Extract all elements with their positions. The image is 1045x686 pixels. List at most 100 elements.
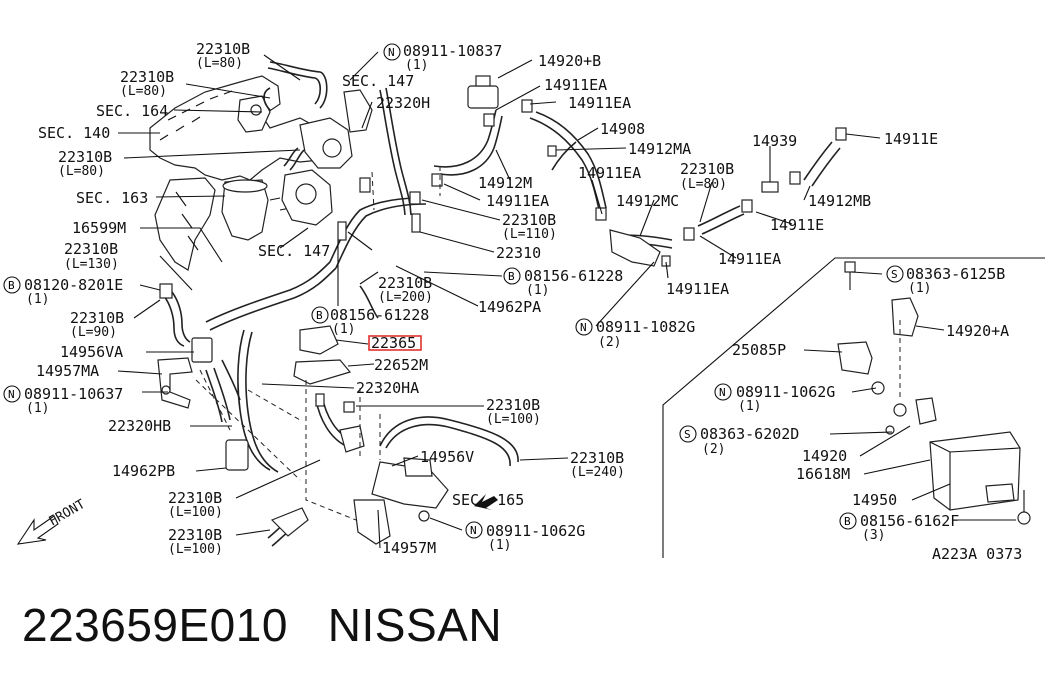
label-22310b-l80-b: 22310B	[120, 68, 174, 86]
label-25085p: 25085P	[732, 341, 786, 359]
label-08156-61228-a-qty: (1)	[526, 283, 549, 298]
marker-circles: N B B S B N N N S N B	[3, 43, 904, 539]
n-marker-1: N	[383, 43, 401, 61]
label-14912m: 14912M	[478, 174, 532, 192]
label-22310b-l100-c-len: (L=100)	[168, 542, 223, 557]
label-22310b-l80-c: 22310B	[58, 148, 112, 166]
svg-text:B: B	[508, 270, 515, 283]
part-number: 223659E010	[22, 599, 288, 651]
label-14911ea-2: 14911EA	[568, 94, 631, 112]
label-08911-10837: 08911-10837	[403, 42, 502, 60]
engine-block-drawing	[149, 75, 373, 271]
highlighted-part-box	[368, 335, 422, 351]
label-14912mc: 14912MC	[616, 192, 679, 210]
label-08911-1062g-a-qty: (1)	[738, 399, 761, 414]
label-22310b-l90-len: (L=90)	[70, 325, 117, 340]
label-22310b-l100-c: 22310B	[168, 526, 222, 544]
label-14911ea-5: 14911EA	[718, 250, 781, 268]
label-08156-61228-b-qty: (1)	[332, 322, 355, 337]
label-08156-6162f-qty: (3)	[862, 528, 885, 543]
n-marker-3: N	[714, 383, 732, 401]
svg-text:N: N	[470, 524, 477, 537]
label-16618m: 16618M	[796, 465, 850, 483]
label-22310b-l100-b-len: (L=100)	[168, 505, 223, 520]
label-14911e-1: 14911E	[884, 130, 938, 148]
label-08363-6125b: 08363-6125B	[906, 265, 1005, 283]
label-22310b-l110-len: (L=110)	[502, 227, 557, 242]
label-14911e-2: 14911E	[770, 216, 824, 234]
label-sec140: SEC. 140	[38, 124, 110, 142]
b-marker-1: B	[3, 276, 21, 294]
label-14911ea-3: 14911EA	[578, 164, 641, 182]
label-22310b-l130: 22310B	[64, 240, 118, 258]
label-22652m: 22652M	[374, 356, 428, 374]
svg-text:N: N	[719, 386, 726, 399]
label-14939: 14939	[752, 132, 797, 150]
svg-text:B: B	[8, 279, 15, 292]
label-16599m: 16599M	[72, 219, 126, 237]
canister-inset-drawing	[662, 257, 1045, 558]
label-22310b-l80-d: 22310B	[680, 160, 734, 178]
label-14912ma: 14912MA	[628, 140, 691, 158]
front-arrow: FRONT	[16, 497, 89, 545]
label-22310b-l80-d-len: (L=80)	[680, 177, 727, 192]
label-14957ma: 14957MA	[36, 362, 99, 380]
label-14920: 14920	[802, 447, 847, 465]
label-22310b-l200-len: (L=200)	[378, 290, 433, 305]
label-22310b-l80-a: 22310B	[196, 40, 250, 58]
label-08120-8201e-qty: (1)	[26, 292, 49, 307]
label-14962pa: 14962PA	[478, 298, 541, 316]
label-08363-6125b-qty: (1)	[908, 281, 931, 296]
label-14956v: 14956V	[420, 448, 474, 466]
label-22310b-l100-b: 22310B	[168, 489, 222, 507]
front-label: FRONT	[47, 497, 89, 530]
label-08363-6202d: 08363-6202D	[700, 425, 799, 443]
label-22310b-l130-len: (L=130)	[64, 257, 119, 272]
label-14956va: 14956VA	[60, 343, 123, 361]
label-sec164: SEC. 164	[96, 102, 168, 120]
label-14920b: 14920+B	[538, 52, 601, 70]
label-sec165: SEC. 165	[452, 491, 524, 509]
label-22320hb: 22320HB	[108, 417, 171, 435]
b-marker-4: B	[839, 512, 857, 530]
label-08120-8201e: 08120-8201E	[24, 276, 123, 294]
label-08156-61228-a: 08156-61228	[524, 267, 623, 285]
small-parts-drawing	[157, 75, 847, 545]
label-08363-6202d-qty: (2)	[702, 442, 725, 457]
leader-lines	[117, 51, 1016, 549]
label-sec163: SEC. 163	[76, 189, 148, 207]
label-sec147-a: SEC. 147	[342, 72, 414, 90]
label-14920a: 14920+A	[946, 322, 1009, 340]
hoses-drawing	[163, 61, 841, 547]
b-marker-2: B	[503, 267, 521, 285]
label-14911ea-4: 14911EA	[486, 192, 549, 210]
label-22365-highlighted: 22365	[371, 334, 416, 352]
svg-text:S: S	[891, 268, 898, 281]
label-22310b-l80-b-len: (L=80)	[120, 84, 167, 99]
part-labels: 22310B (L=80) 08911-10837 (1) 14920+B 22…	[24, 40, 1022, 563]
label-08911-1062g-b: 08911-1062G	[486, 522, 585, 540]
n-marker-4: N	[3, 385, 21, 403]
label-22310b-l200: 22310B	[378, 274, 432, 292]
label-22310b-l240-len: (L=240)	[570, 465, 625, 480]
label-08911-1062g-b-qty: (1)	[488, 538, 511, 553]
label-22310b-l110: 22310B	[502, 211, 556, 229]
label-22310b-l90: 22310B	[70, 309, 124, 327]
label-22320h: 22320H	[376, 94, 430, 112]
brand-name: NISSAN	[327, 599, 503, 651]
label-22310b-l80-c-len: (L=80)	[58, 164, 105, 179]
n-marker-5: N	[465, 521, 483, 539]
svg-text:B: B	[316, 309, 323, 322]
label-22310b-l100-a: 22310B	[486, 396, 540, 414]
b-marker-3: B	[311, 306, 329, 324]
label-22310: 22310	[496, 244, 541, 262]
label-14950: 14950	[852, 491, 897, 509]
label-22310b-l240: 22310B	[570, 449, 624, 467]
label-08911-10637: 08911-10637	[24, 385, 123, 403]
svg-text:B: B	[844, 515, 851, 528]
label-08911-10637-qty: (1)	[26, 401, 49, 416]
svg-text:N: N	[580, 321, 587, 334]
svg-text:N: N	[8, 388, 15, 401]
label-22310b-l100-a-len: (L=100)	[486, 412, 541, 427]
